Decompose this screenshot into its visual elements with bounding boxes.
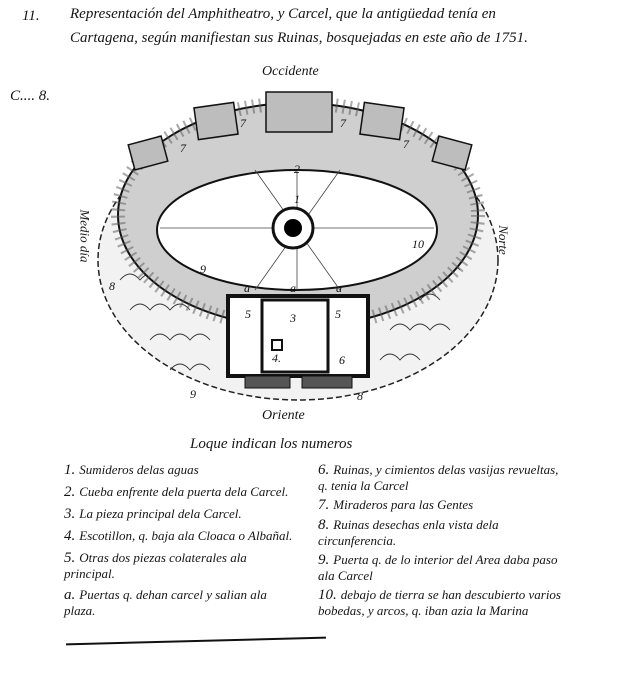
page-number: 11. xyxy=(22,8,40,24)
jail-building xyxy=(226,294,370,389)
plan-label: 7 xyxy=(240,116,247,130)
title-line-2: Cartagena, según manifiestan sus Ruinas,… xyxy=(70,30,528,46)
plan-label: 2 xyxy=(294,162,300,176)
trapdoor xyxy=(271,339,283,351)
legend-text: Puertas q. dehan carcel y salian ala pla… xyxy=(64,587,267,618)
legend-text: Ruinas, y cimientos delas vasijas revuel… xyxy=(318,462,559,493)
plan-label: 8 xyxy=(357,389,363,403)
legend-num: 10. xyxy=(318,587,337,603)
plan-label: 4. xyxy=(272,351,281,365)
plan-label: 7 xyxy=(403,137,410,151)
legend-item: 8.Ruinas desechas enla vista dela circun… xyxy=(318,517,563,548)
towers xyxy=(127,91,473,171)
legend-num: a. xyxy=(64,587,76,603)
plan-label: 9 xyxy=(200,262,206,276)
plan-label: 3 xyxy=(289,311,296,325)
plan-label: a xyxy=(244,281,250,295)
plan-label: 5 xyxy=(335,307,341,321)
plan-label: 7 xyxy=(340,116,347,130)
compass-occidente: Occidente xyxy=(262,64,319,79)
legend-num: 2. xyxy=(64,484,76,500)
legend-item: 1.Sumideros delas aguas xyxy=(64,462,294,478)
legend-num: 5. xyxy=(64,550,76,566)
legend-text: Sumideros delas aguas xyxy=(79,462,199,477)
legend-heading: Loque indican los numeros xyxy=(190,436,353,452)
plan-label: 10 xyxy=(412,237,424,251)
legend-num: 8. xyxy=(318,517,330,533)
legend-text: La pieza principal dela Carcel. xyxy=(79,506,242,521)
plan-label: 6 xyxy=(339,353,345,367)
legend-num: 3. xyxy=(64,506,76,522)
legend-right: 6.Ruinas, y cimientos delas vasijas revu… xyxy=(318,462,563,622)
plan-label: 1 xyxy=(294,192,300,206)
title-line-1: Representación del Amphitheatro, y Carce… xyxy=(70,6,496,22)
plan-label: 8 xyxy=(109,279,115,293)
legend-item: a.Puertas q. dehan carcel y salian ala p… xyxy=(64,587,294,618)
legend-num: 7. xyxy=(318,497,330,513)
legend-num: 6. xyxy=(318,462,330,478)
legend-item: 5.Otras dos piezas colaterales ala princ… xyxy=(64,550,294,581)
compass-norte: Norte xyxy=(495,225,511,255)
legend-left: 1.Sumideros delas aguas 2.Cueba enfrente… xyxy=(64,462,294,624)
legend-num: 9. xyxy=(318,552,330,568)
plan-label: 5 xyxy=(245,307,251,321)
legend-text: Miraderos para las Gentes xyxy=(333,497,474,512)
plan-label: a xyxy=(290,281,296,295)
legend-item: 6.Ruinas, y cimientos delas vasijas revu… xyxy=(318,462,563,493)
plan-label: 7 xyxy=(180,141,187,155)
legend-num: 1. xyxy=(64,462,76,478)
drain xyxy=(284,219,302,237)
legend-item: 2.Cueba enfrente dela puerta dela Carcel… xyxy=(64,484,294,500)
legend-num: 4. xyxy=(64,528,76,544)
legend-item: 4.Escotillon, q. baja ala Cloaca o Albañ… xyxy=(64,528,294,544)
legend-item: 3.La pieza principal dela Carcel. xyxy=(64,506,294,522)
plan-label: 9 xyxy=(190,387,196,401)
legend-item: 9.Puerta q. de lo interior del Area daba… xyxy=(318,552,563,583)
compass-medio-dia: Medio día xyxy=(77,209,93,263)
legend-text: Otras dos piezas colaterales ala princip… xyxy=(64,550,247,581)
legend-text: debajo de tierra se han descubierto vari… xyxy=(318,587,561,618)
legend-item: 7.Miraderos para las Gentes xyxy=(318,497,563,513)
compass-oriente: Oriente xyxy=(262,408,305,423)
legend-text: Cueba enfrente dela puerta dela Carcel. xyxy=(79,484,289,499)
legend-text: Ruinas desechas enla vista dela circunfe… xyxy=(318,517,499,548)
margin-note: C.... 8. xyxy=(10,88,51,104)
legend-item: 10.debajo de tierra se han descubierto v… xyxy=(318,587,563,618)
legend-text: Escotillon, q. baja ala Cloaca o Albañal… xyxy=(79,528,293,543)
plan-label: a xyxy=(336,281,342,295)
legend-text: Puerta q. de lo interior del Area daba p… xyxy=(318,552,558,583)
